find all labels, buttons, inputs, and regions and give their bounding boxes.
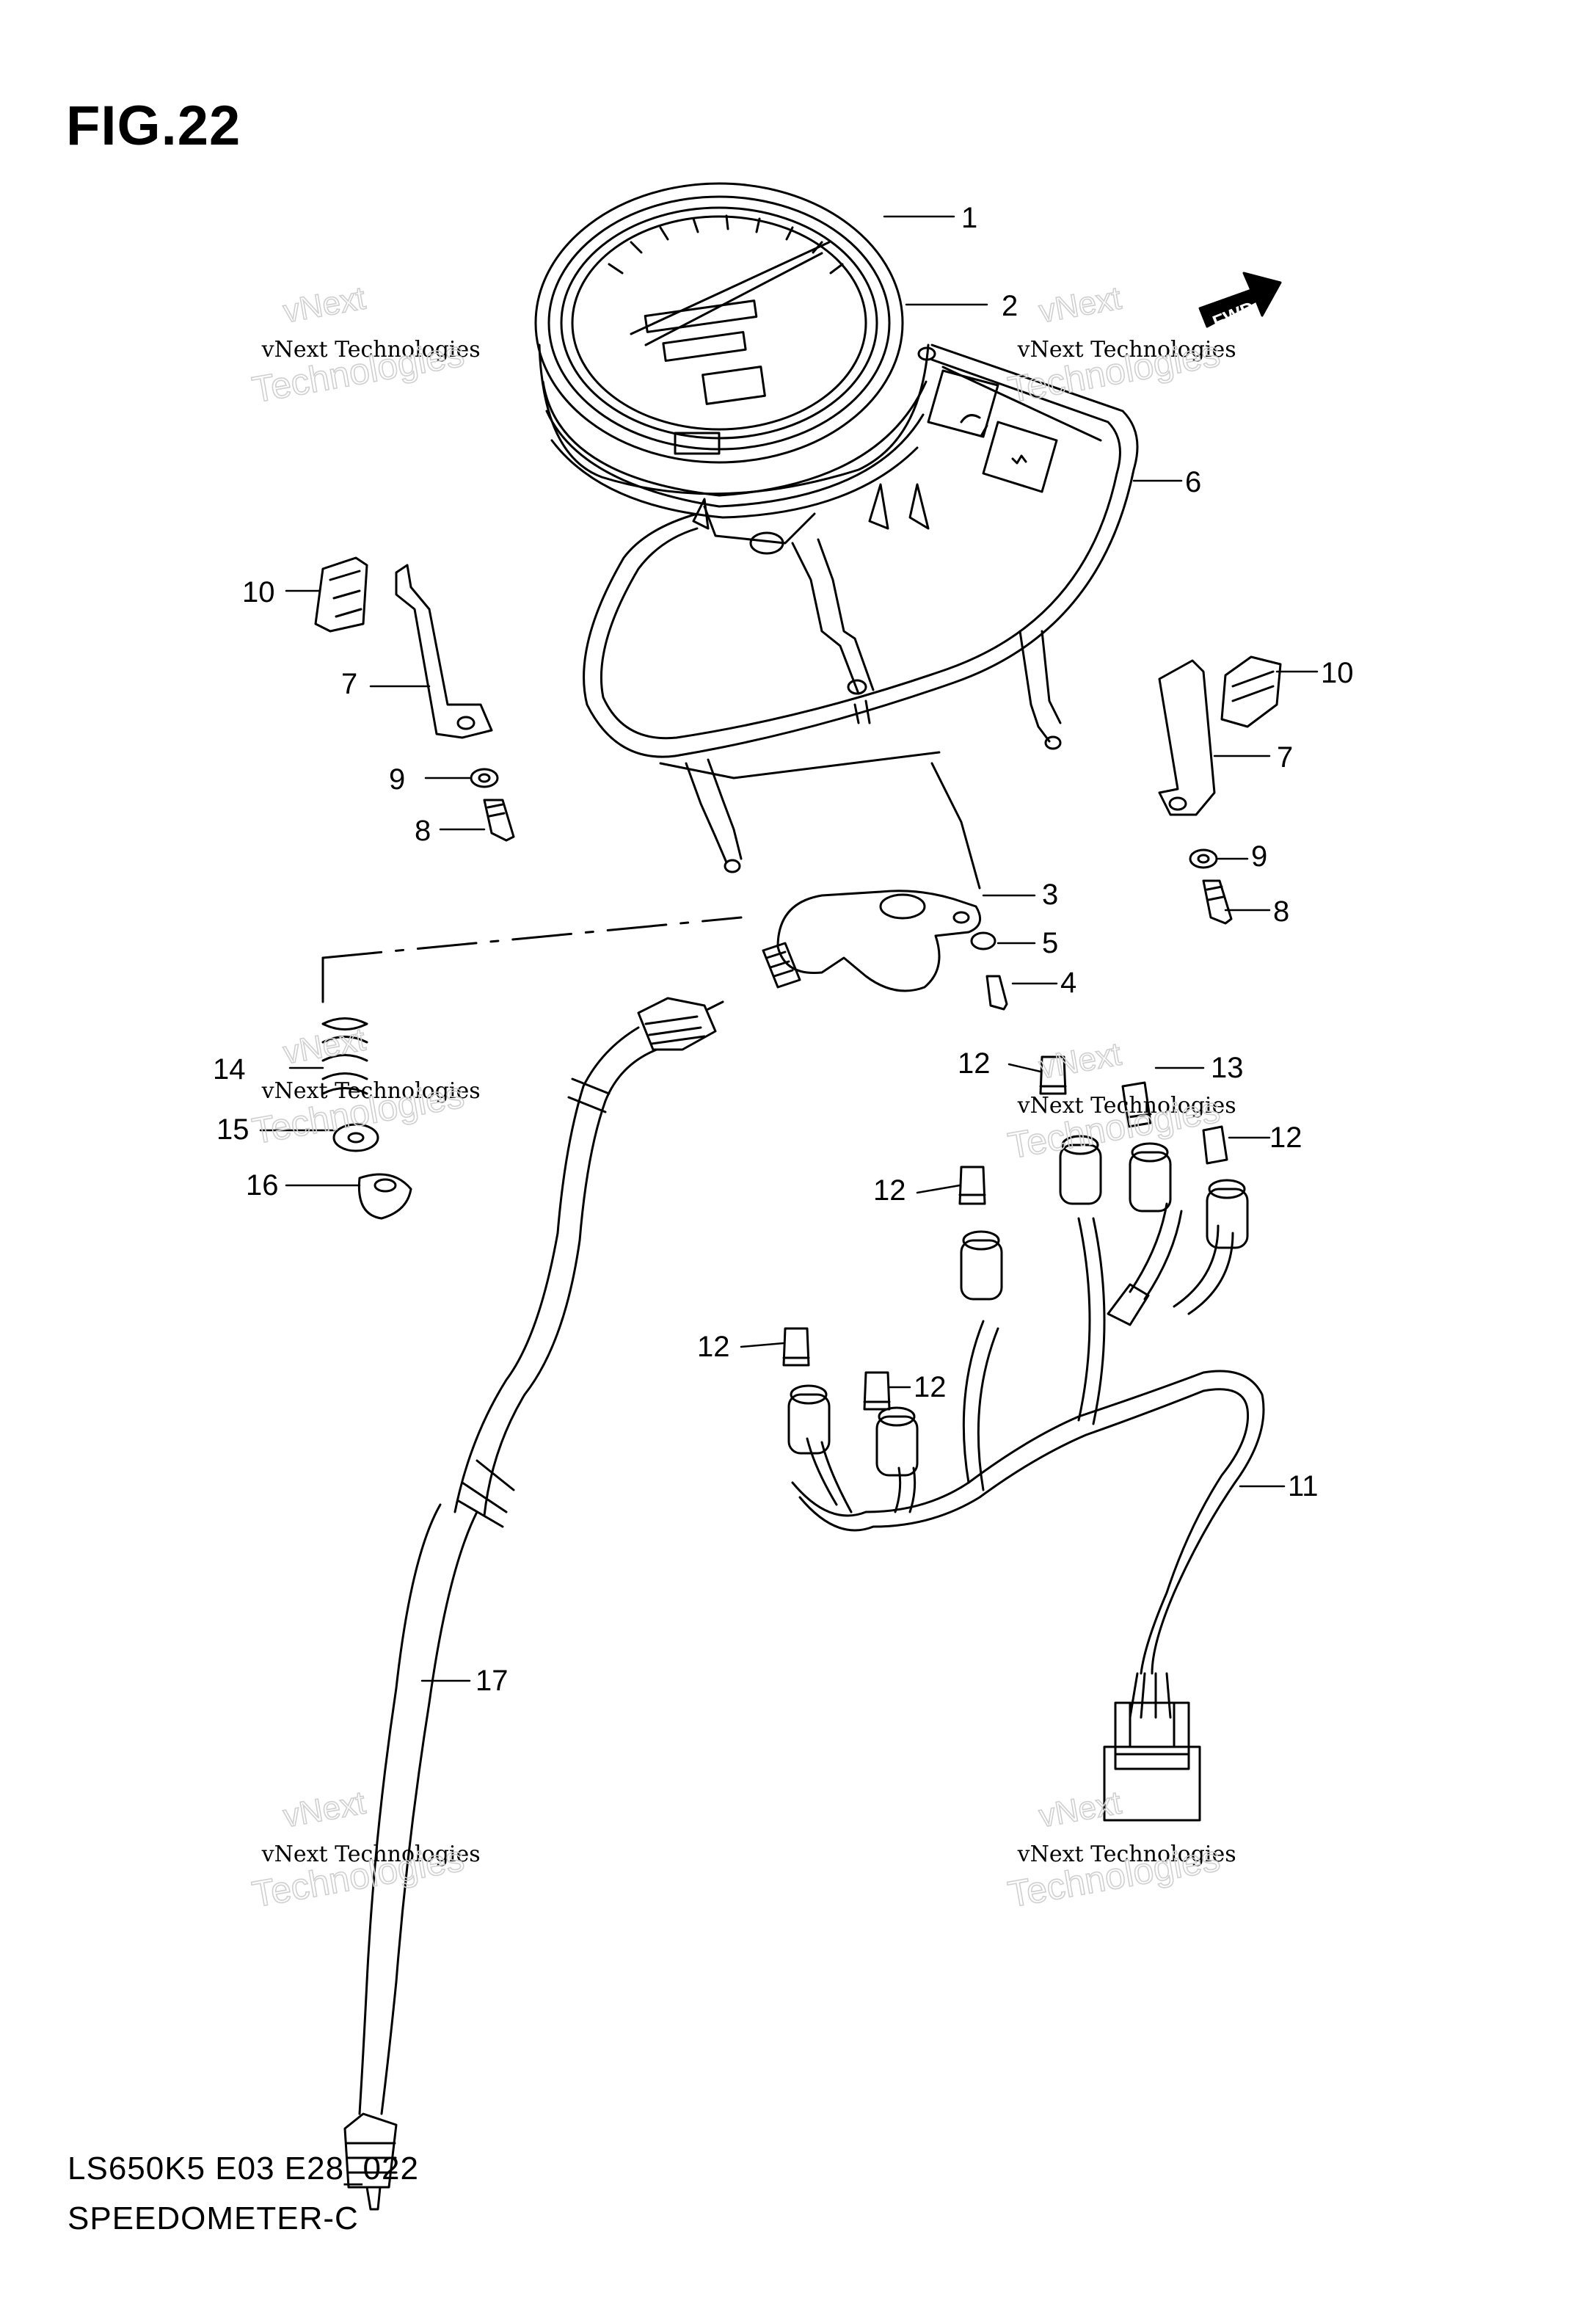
callout: 1	[961, 202, 977, 234]
callout: 16	[246, 1169, 279, 1202]
callout-numbers: 1 2 6 10 7 9 8 10 7 9 8 3 5 4 14 15 16 1…	[213, 202, 1354, 1697]
watermark-text: vNext Technologies	[1017, 1093, 1236, 1119]
watermark-text: vNext Technologies	[261, 1078, 481, 1104]
watermark-text: vNext Technologies	[261, 1842, 481, 1867]
rubber-cushion-right	[1220, 655, 1282, 728]
callout: 17	[475, 1665, 509, 1697]
watermark-text: vNext Technologies	[1017, 337, 1236, 363]
callout: 12	[697, 1331, 730, 1363]
watermark-brand: vNext	[1036, 1036, 1123, 1086]
callout-leaders	[259, 215, 1319, 1682]
washers-and-screws	[470, 768, 1233, 925]
watermark-brand: vNext	[280, 280, 368, 330]
figure-title: FIG.22	[66, 95, 241, 157]
speedometer-unit	[534, 182, 930, 555]
callout: 9	[1251, 840, 1267, 873]
wiring-harness	[782, 1055, 1265, 1822]
forward-arrow-icon	[1198, 272, 1282, 328]
callout: 4	[1060, 967, 1076, 999]
bracket-left	[395, 564, 493, 739]
watermark-text: vNext Technologies	[1017, 1842, 1236, 1867]
callout: 12	[914, 1371, 947, 1403]
bracket-right	[1158, 659, 1216, 816]
meter-bracket	[583, 343, 1139, 779]
rubber-cushion-left	[314, 556, 368, 633]
callout: 13	[1211, 1052, 1244, 1084]
watermarks: vNext vNext Technologies Technologies vN…	[249, 280, 1236, 1916]
callout: 11	[1288, 1470, 1319, 1502]
callout: 10	[242, 576, 275, 608]
watermark-text: vNext Technologies	[261, 337, 481, 363]
model-code: LS650K5 E03 E28_022	[68, 2151, 419, 2186]
callout: 14	[213, 1053, 246, 1086]
callout: 12	[958, 1047, 991, 1080]
callout: 9	[389, 763, 405, 796]
callout: 6	[1185, 466, 1201, 498]
callout: 12	[1269, 1122, 1302, 1154]
callout: 8	[415, 815, 431, 847]
callout: 12	[873, 1174, 906, 1207]
spring-washer-grommet	[321, 1017, 412, 1220]
speedometer-gear-box	[762, 890, 1008, 1011]
watermark-brand: vNext	[1036, 1785, 1123, 1835]
speedometer-cable	[343, 997, 724, 2211]
callout: 2	[1002, 290, 1018, 322]
watermark-brand: vNext	[1036, 280, 1123, 330]
mount-studs	[685, 538, 1062, 890]
callout: 7	[1277, 741, 1293, 774]
callout: 3	[1042, 879, 1058, 911]
callout: 10	[1321, 657, 1354, 689]
callout: 7	[341, 668, 357, 700]
watermark-brand: vNext	[280, 1022, 368, 1072]
callout: 5	[1042, 927, 1058, 959]
watermark-brand: vNext	[280, 1785, 368, 1835]
callout: 8	[1273, 895, 1289, 928]
callout: 15	[216, 1113, 249, 1146]
section-title: SPEEDOMETER-C	[68, 2200, 359, 2236]
